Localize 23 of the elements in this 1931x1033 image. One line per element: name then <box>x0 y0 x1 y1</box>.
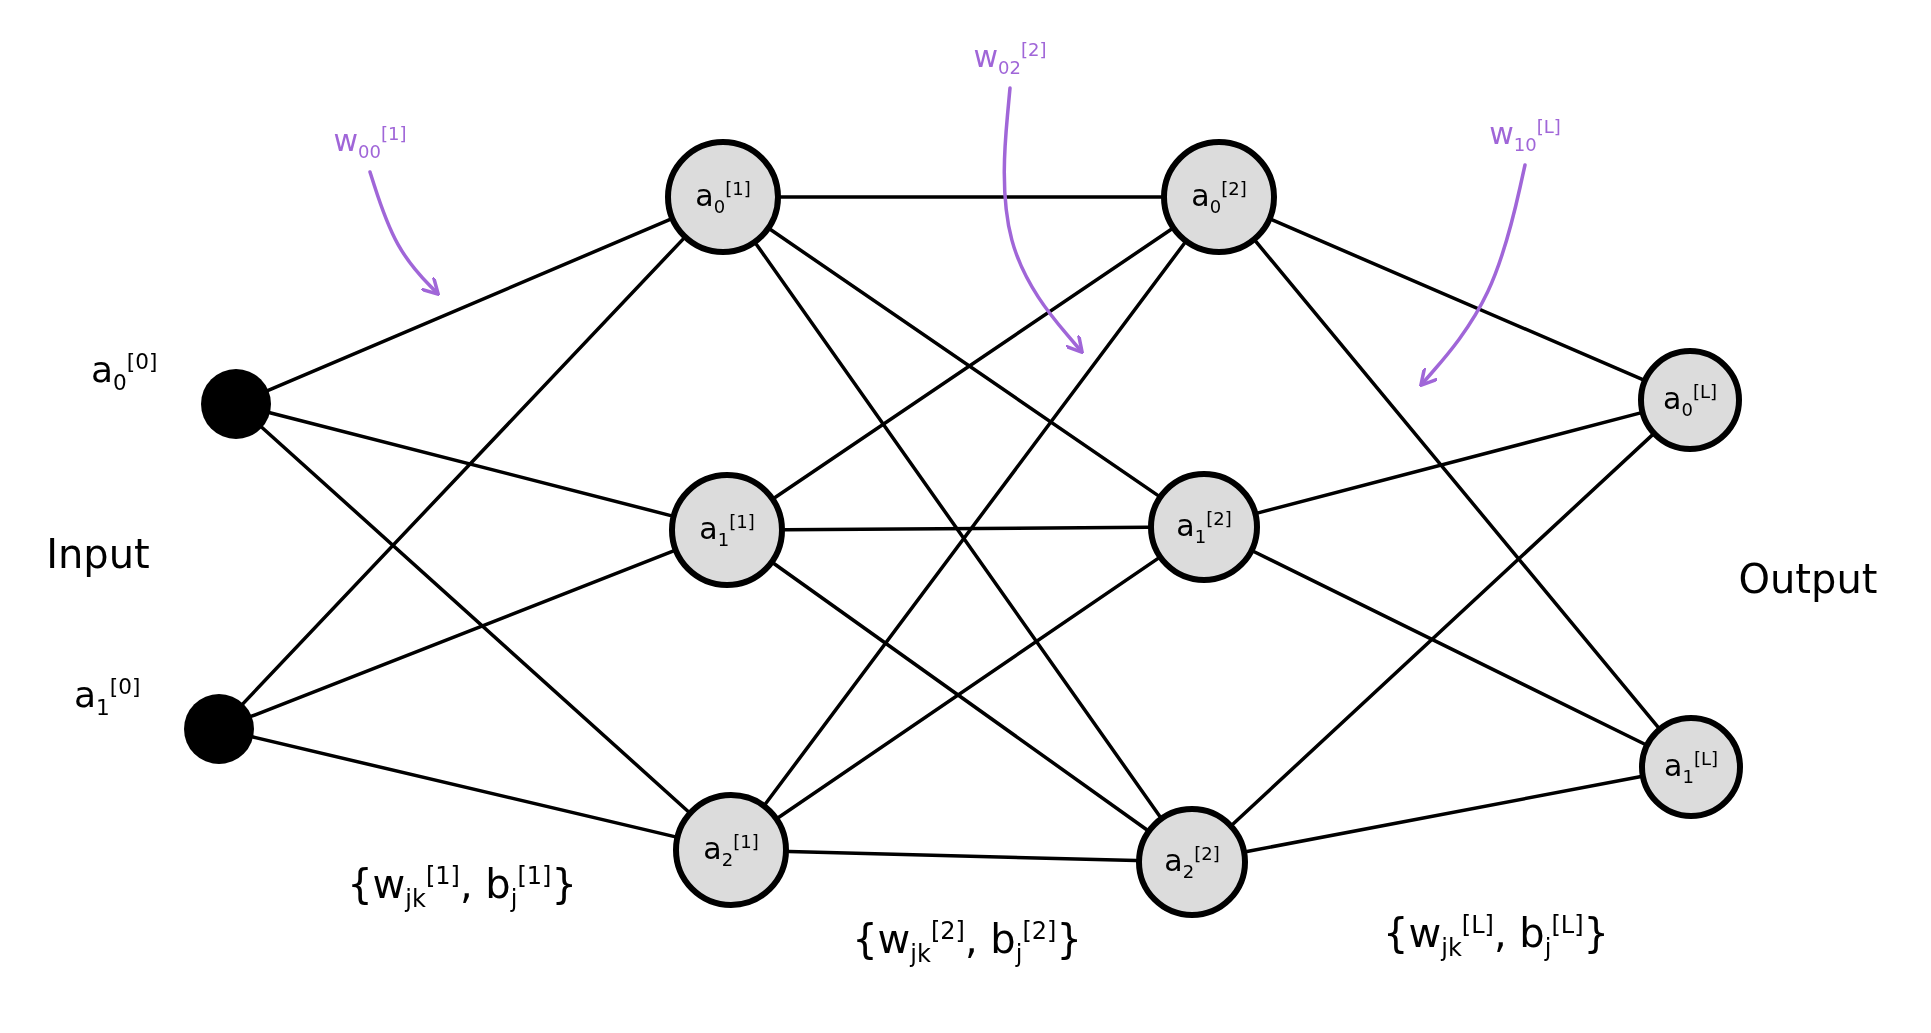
connection-line <box>787 849 1138 863</box>
connection-line <box>779 195 1163 199</box>
connection-line <box>249 549 675 718</box>
layer-label: Input <box>46 531 150 577</box>
connection-line <box>1245 775 1642 854</box>
connection-line <box>241 237 685 706</box>
parameter-set-label: {w$_{jk}$$^{[1]}$, b$_{j}$$^{[1]}$} <box>347 861 577 913</box>
connection-line <box>1254 239 1660 729</box>
layer-label: Output <box>1738 556 1878 602</box>
connection-line <box>266 217 672 393</box>
leader-arrow <box>1002 86 1084 355</box>
connection-line <box>268 410 673 518</box>
connection-line <box>1252 550 1647 746</box>
connection-line <box>783 525 1150 532</box>
connection-line <box>251 735 677 839</box>
connection-line <box>1256 411 1642 515</box>
connection-line <box>1270 218 1644 382</box>
parameter-set-label: {w$_{jk}$$^{[2]}$, b$_{j}$$^{[2]}$} <box>852 916 1082 968</box>
leader-arrow <box>368 170 440 296</box>
parameter-set-label: {w$_{jk}$$^{[L]}$, b$_{j}$$^{[L]}$} <box>1383 910 1609 962</box>
connection-line <box>1231 433 1654 826</box>
leader-arrow <box>1419 163 1527 388</box>
connection-line <box>260 425 690 813</box>
